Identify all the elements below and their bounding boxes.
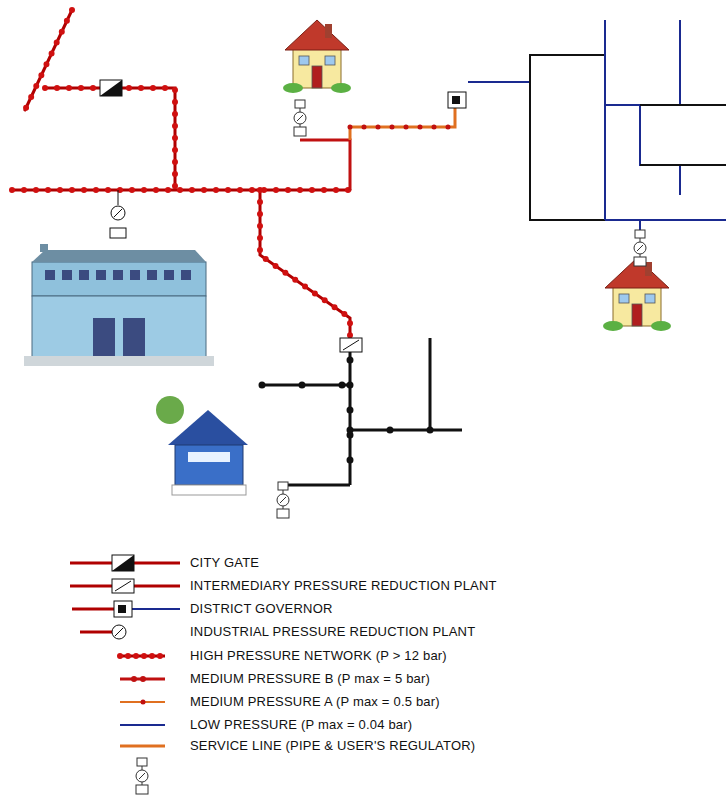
- drawing-line: [120, 653, 165, 659]
- drawing-circle: [111, 206, 125, 220]
- industrial-plant-symbol: [110, 190, 126, 238]
- drawing-line: [120, 655, 165, 658]
- drawing-rect: [62, 270, 72, 280]
- drawing-polygon: [112, 555, 134, 571]
- legend-text: INTERMEDIARY PRESSURE REDUCTION PLANT: [190, 578, 497, 594]
- drawing-line: [80, 631, 112, 634]
- drawing-rect: [40, 244, 48, 252]
- low-pressure-network: [468, 20, 726, 232]
- drawing-line: [72, 608, 114, 611]
- drawing-circle: [112, 625, 126, 639]
- drawing-rect: [147, 270, 157, 280]
- drawing-path: [350, 108, 455, 140]
- drawing-path: [605, 20, 726, 220]
- drawing-rect: [45, 270, 55, 280]
- drawing-line: [120, 745, 165, 748]
- drawing-polygon: [32, 250, 206, 262]
- drawing-rect: [114, 601, 132, 617]
- drawing-rect: [164, 270, 174, 280]
- district-governor-symbol: [448, 92, 466, 108]
- blue-house-illustration: [156, 396, 248, 495]
- drawing-use: [294, 100, 306, 136]
- drawing-rect: [32, 262, 206, 296]
- legend-text: INDUSTRIAL PRESSURE REDUCTION PLANT: [190, 624, 475, 640]
- drawing-path: [640, 105, 726, 165]
- drawing-use: [277, 482, 289, 518]
- drawing-rect: [175, 445, 243, 485]
- legend-samples: [70, 555, 180, 794]
- drawing-rect: [181, 270, 191, 280]
- house-illustration: [283, 20, 351, 93]
- city-gate-sample: [112, 555, 134, 571]
- drawing-rect: [110, 228, 126, 238]
- legend-text: DISTRICT GOVERNOR: [190, 601, 333, 617]
- drawing-g: [112, 579, 134, 593]
- drawing-path: [262, 385, 462, 430]
- drawing-path: [262, 338, 462, 485]
- drawing-use: [603, 258, 671, 331]
- drawing-path: [468, 81, 530, 83]
- drawing-circle: [156, 396, 184, 424]
- drawing-polygon: [168, 410, 248, 445]
- drawing-g: [45, 270, 191, 356]
- factory-building: [24, 244, 214, 366]
- drawing-rect: [100, 80, 122, 96]
- drawing-line: [118, 190, 119, 205]
- high-pressure-pipe: [12, 10, 350, 338]
- drawing-rect: [448, 92, 466, 108]
- drawing-use: [634, 230, 646, 266]
- drawing-rect: [24, 356, 214, 366]
- drawing-use: [136, 758, 148, 794]
- drawing-line: [115, 628, 123, 636]
- drawing-g: [114, 601, 132, 617]
- drawing-line: [343, 340, 359, 350]
- drawing-rect: [118, 605, 126, 613]
- drawing-rect: [123, 318, 145, 356]
- drawing-path: [350, 125, 455, 130]
- drawing-line: [132, 608, 180, 610]
- legend-text: LOW PRESSURE (P max = 0.04 bar): [190, 717, 412, 733]
- drawing-path: [347, 360, 354, 480]
- drawing-rect: [112, 555, 134, 571]
- drawing-rect: [96, 270, 106, 280]
- drawing-line: [115, 581, 131, 591]
- medium-pressure-pipe: [300, 108, 455, 190]
- drawing-line: [134, 676, 152, 682]
- drawing-line: [120, 678, 165, 681]
- drawing-polygon: [100, 80, 122, 96]
- drawing-path: [300, 140, 350, 190]
- legend-text: SERVICE LINE (PIPE & USER'S REGULATOR): [190, 738, 475, 754]
- legend-text: MEDIUM PRESSURE A (P max = 0.5 bar): [190, 694, 440, 710]
- drawing-use: [283, 20, 351, 93]
- drawing-g: [112, 625, 126, 639]
- house-illustration: [603, 258, 671, 331]
- drawing-line: [120, 724, 165, 726]
- drawing-rect: [188, 452, 230, 462]
- drawing-rect: [172, 485, 246, 495]
- drawing-rect: [112, 579, 134, 593]
- drawing-rect: [130, 270, 140, 280]
- drawing-rect: [340, 338, 362, 352]
- intermediary-plant-symbol: [340, 338, 362, 352]
- city-gate-symbol: [100, 80, 122, 96]
- drawing-rect: [32, 296, 206, 358]
- distribution-network: [262, 338, 462, 485]
- drawing-line: [114, 209, 122, 217]
- drawing-rect: [452, 96, 460, 104]
- drawing-rect: [79, 270, 89, 280]
- legend-text: CITY GATE: [190, 555, 259, 571]
- drawing-path: [12, 10, 350, 338]
- legend-text: MEDIUM PRESSURE B (P max = 5 bar): [190, 671, 430, 687]
- legend-text: HIGH PRESSURE NETWORK (P > 12 bar): [190, 648, 447, 664]
- drawing-rect: [93, 318, 115, 356]
- drawing-rect: [530, 55, 605, 220]
- drawing-rect: [113, 270, 123, 280]
- drawing-path: [12, 10, 350, 338]
- drawing-circle: [141, 700, 146, 705]
